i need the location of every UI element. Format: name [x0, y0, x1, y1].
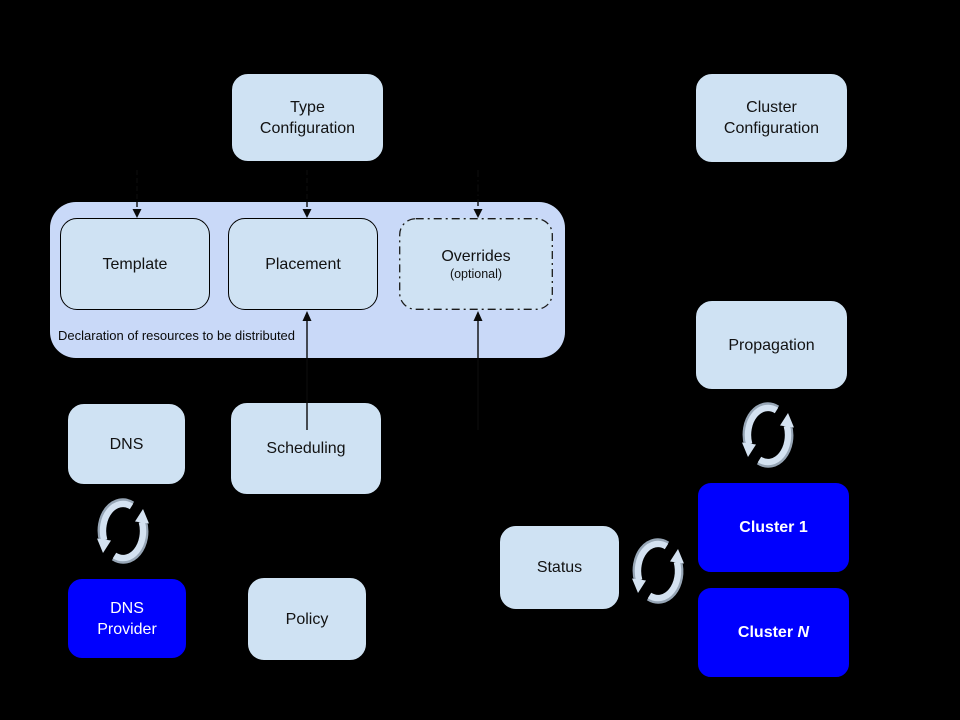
node-policy: Policy [247, 577, 367, 661]
node-label: Overrides [441, 248, 511, 265]
node-placement: Placement [228, 218, 378, 310]
node-dns: DNS [67, 403, 186, 485]
node-label: Type [290, 98, 325, 116]
sync-arrows-icon [632, 541, 684, 600]
node-label: Cluster 1 [739, 519, 808, 536]
node-overrides: Overrides (optional) [399, 218, 553, 310]
node-cluster-configuration: Cluster Configuration [695, 73, 848, 163]
node-label: Configuration [723, 120, 820, 137]
node-label: DNS [110, 599, 144, 617]
node-template: Template [60, 218, 210, 310]
node-type-configuration: Type Configuration [231, 73, 384, 162]
node-label: Configuration [259, 119, 356, 137]
node-scheduling: Scheduling [230, 402, 382, 495]
node-propagation: Propagation [695, 300, 848, 390]
node-label: Cluster N [737, 624, 810, 641]
sync-arrows-icon [97, 501, 149, 560]
node-label: Scheduling [266, 440, 346, 457]
node-label: Placement [265, 255, 341, 273]
node-cluster-n: Cluster N [697, 587, 850, 678]
node-label: Propagation [728, 336, 815, 354]
node-sublabel: (optional) [449, 267, 503, 281]
node-label: Cluster [746, 99, 797, 116]
node-status: Status [499, 525, 620, 610]
node-label: Status [536, 559, 583, 576]
node-label: DNS [109, 435, 144, 453]
node-cluster-1: Cluster 1 [697, 482, 850, 573]
declaration-caption: Declaration of resources to be distribut… [58, 328, 296, 343]
node-label: Provider [97, 620, 157, 638]
node-label: Policy [285, 610, 329, 628]
node-label: Template [102, 255, 168, 273]
node-dns-provider: DNS Provider [67, 578, 187, 659]
sync-arrows-icon [742, 405, 794, 464]
